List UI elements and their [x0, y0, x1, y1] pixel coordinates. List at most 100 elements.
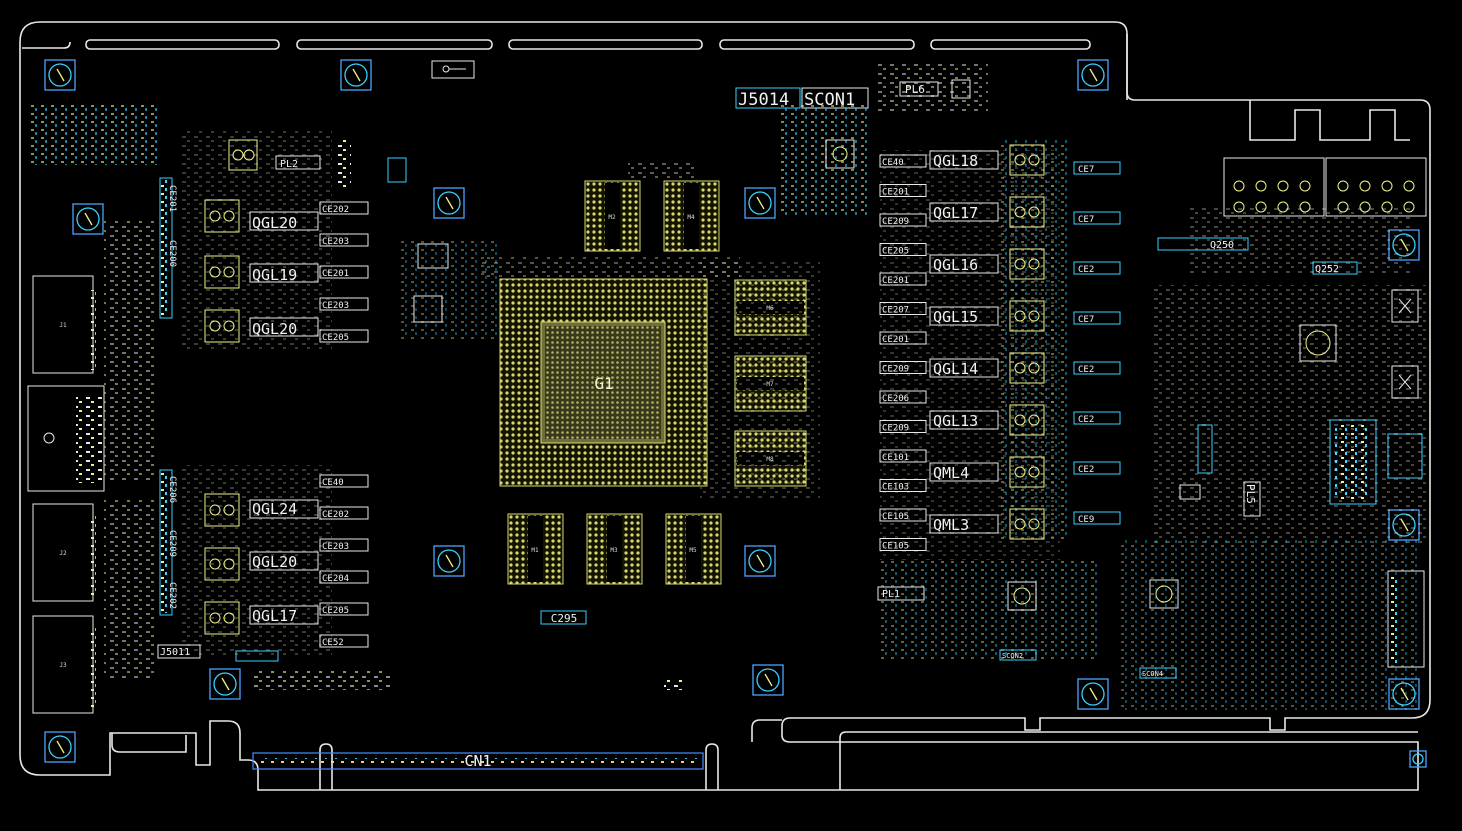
- pl2-label: PL2: [280, 159, 298, 170]
- left-cap-label: CE203: [322, 542, 349, 552]
- left-cap-label: CE205: [322, 606, 349, 616]
- right-fet-pad: [1028, 518, 1040, 530]
- scon4-label: SCON4: [1142, 670, 1163, 678]
- right-fet-outline: [929, 306, 999, 326]
- right-cap-label: CE209: [882, 217, 909, 227]
- right-fet-label: QGL16: [933, 256, 978, 274]
- pl5-label: PL5: [1244, 484, 1257, 504]
- right-fet-label: QGL14: [933, 360, 978, 378]
- left-cap-label: CE203: [322, 237, 349, 247]
- right-fet-label: QGL18: [933, 152, 978, 170]
- left-fet-label: QGL19: [252, 266, 297, 284]
- connector-j2-label: J2: [59, 550, 67, 557]
- memory-chip-label: M5: [689, 547, 697, 554]
- left-cap-label: CE201: [322, 269, 349, 279]
- right-cap-label: CE105: [882, 542, 909, 552]
- connector-j3-label: J3: [59, 662, 67, 669]
- right-cap-label: CE201: [882, 335, 909, 345]
- right-fet-body: [1009, 352, 1045, 384]
- mounting-hole: [744, 545, 776, 577]
- right-fet-pad: [1028, 258, 1040, 270]
- right-cap-outline: [879, 538, 927, 551]
- mounting-hole: [44, 731, 76, 763]
- vertical-cap-label: CE200: [167, 240, 177, 267]
- right-cap-label: CE2: [1078, 365, 1094, 375]
- left-fet-label: QGL20: [252, 553, 297, 571]
- right-cap-outline: [1073, 511, 1121, 525]
- right-fet-outline: [929, 202, 999, 222]
- j5011-label: J5011: [160, 647, 190, 658]
- right-cap-label: CE205: [882, 247, 909, 257]
- right-cap-outline: [879, 420, 927, 433]
- right-cap-outline: [1073, 211, 1121, 225]
- right-cap-label: CE9: [1078, 515, 1094, 525]
- right-fet-outline: [929, 514, 999, 534]
- right-fet-outline: [929, 358, 999, 378]
- vertical-cap-label: CE202: [167, 582, 177, 609]
- right-cap-label: CE2: [1078, 465, 1094, 475]
- q252-label: Q252: [1315, 264, 1339, 275]
- pl1-label: PL1: [882, 589, 900, 600]
- c295-outline: [540, 610, 587, 625]
- right-fet-pad: [1028, 466, 1040, 478]
- gpu-g1: [499, 278, 708, 487]
- right-fet-pad: [1028, 206, 1040, 218]
- memory-chip: M5: [665, 513, 722, 585]
- right-cap-outline: [879, 154, 927, 168]
- right-cap-label: CE201: [882, 188, 909, 198]
- left-fet-label: QGL24: [252, 500, 297, 518]
- mounting-holes: [44, 59, 1427, 768]
- q250-label: Q250: [1210, 240, 1234, 251]
- left-io-connectors: [27, 275, 105, 714]
- pl6-label: PL6: [905, 83, 925, 96]
- right-cap-outline: [1073, 461, 1121, 475]
- left-cap-label: CE52: [322, 638, 344, 648]
- right-fet-pad: [1014, 206, 1026, 218]
- memory-chip: M1: [507, 513, 564, 585]
- right-cap-outline: [879, 508, 927, 522]
- right-fet-label: QGL15: [933, 308, 978, 326]
- right-fet-pad: [1028, 154, 1040, 166]
- right-cap-outline: [879, 243, 927, 256]
- right-fet-outline: [929, 462, 999, 482]
- memory-chip-label: M3: [610, 547, 618, 554]
- right-fet-body: [1009, 144, 1045, 176]
- right-cap-label: CE209: [882, 424, 909, 434]
- left-cap-label: CE202: [322, 205, 349, 215]
- right-cap-outline: [1073, 161, 1121, 175]
- right-cap-label: CE2: [1078, 265, 1094, 275]
- memory-chip-label: M4: [687, 214, 695, 221]
- memory-chip-label: M1: [531, 547, 539, 554]
- right-fet-outline: [929, 150, 999, 170]
- right-fet-body: [1009, 196, 1045, 228]
- scon2-label: SCON2: [1002, 652, 1023, 660]
- connector-j5014-label: J5014: [738, 90, 789, 110]
- right-fet-pad: [1028, 362, 1040, 374]
- mounting-hole: [72, 203, 104, 235]
- right-fet-label: QML3: [933, 516, 969, 534]
- right-fet-label: QGL13: [933, 412, 978, 430]
- left-fet-label: QGL20: [252, 214, 297, 232]
- vertical-cap-label: CE209: [167, 530, 177, 557]
- right-cap-label: CE103: [882, 483, 909, 493]
- memory-chip: M2: [584, 180, 641, 252]
- right-cap-outline: [879, 213, 927, 227]
- right-cap-outline: [879, 449, 927, 463]
- right-cap-outline: [1073, 261, 1121, 275]
- pcie-connector-cn1: [252, 752, 704, 770]
- right-fet-outline: [929, 410, 999, 430]
- right-fet-pad: [1014, 310, 1026, 322]
- vertical-cap-label: CE206: [167, 476, 177, 503]
- mounting-hole: [1409, 750, 1427, 768]
- mounting-hole: [1077, 678, 1109, 710]
- mounting-hole: [1077, 59, 1109, 91]
- left-lower-vrm: [28, 105, 390, 690]
- left-fet-label: QGL20: [252, 320, 297, 338]
- right-fet-body: [1009, 456, 1045, 488]
- right-fet-pad: [1014, 258, 1026, 270]
- right-cap-outline: [879, 390, 927, 404]
- memory-chip-label: M2: [608, 214, 616, 221]
- mounting-hole: [44, 59, 76, 91]
